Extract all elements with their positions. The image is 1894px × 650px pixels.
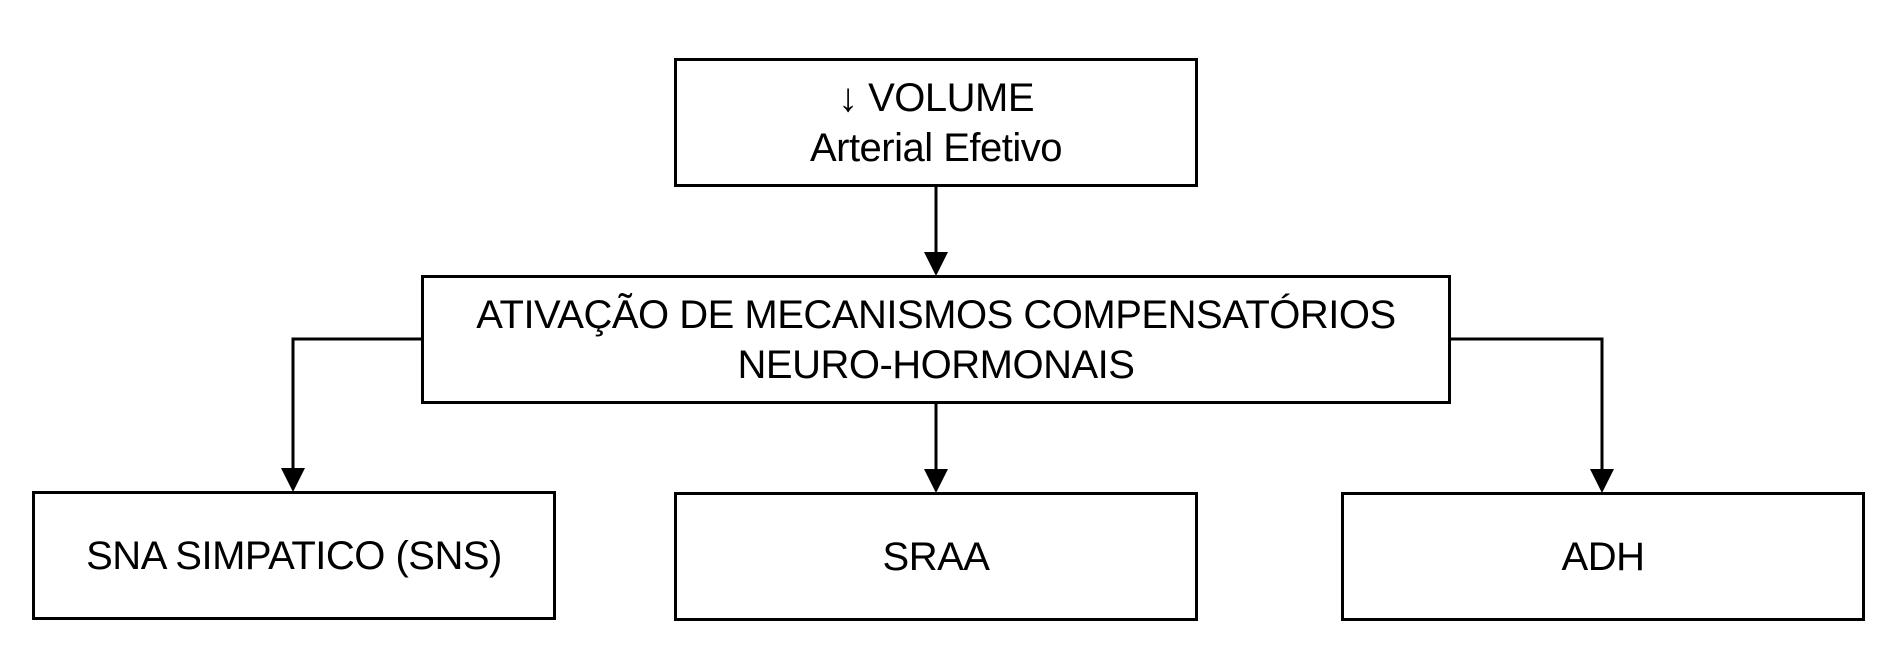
node-sraa-label: SRAA (882, 534, 990, 579)
node-adh: ADH (1341, 492, 1865, 621)
node-ativacao-mecanismos: ATIVAÇÃO DE MECANISMOS COMPENSATÓRIOS NE… (421, 275, 1451, 404)
node-sraa: SRAA (674, 492, 1198, 621)
node-mid-line2: NEURO-HORMONAIS (737, 342, 1135, 387)
arrow-mid-to-adh (1451, 337, 1614, 493)
node-mid-line1: ATIVAÇÃO DE MECANISMOS COMPENSATÓRIOS (476, 292, 1396, 337)
node-volume-arterial-efetivo: ↓ VOLUME Arterial Efetivo (674, 58, 1198, 187)
arrow-mid-to-sns (281, 337, 421, 492)
node-top-line1: ↓ VOLUME (837, 75, 1035, 120)
node-sns-label: SNA SIMPATICO (SNS) (86, 533, 502, 578)
node-adh-label: ADH (1561, 534, 1645, 579)
node-sna-simpatico: SNA SIMPATICO (SNS) (32, 491, 556, 620)
node-top-line2: Arterial Efetivo (809, 125, 1063, 170)
